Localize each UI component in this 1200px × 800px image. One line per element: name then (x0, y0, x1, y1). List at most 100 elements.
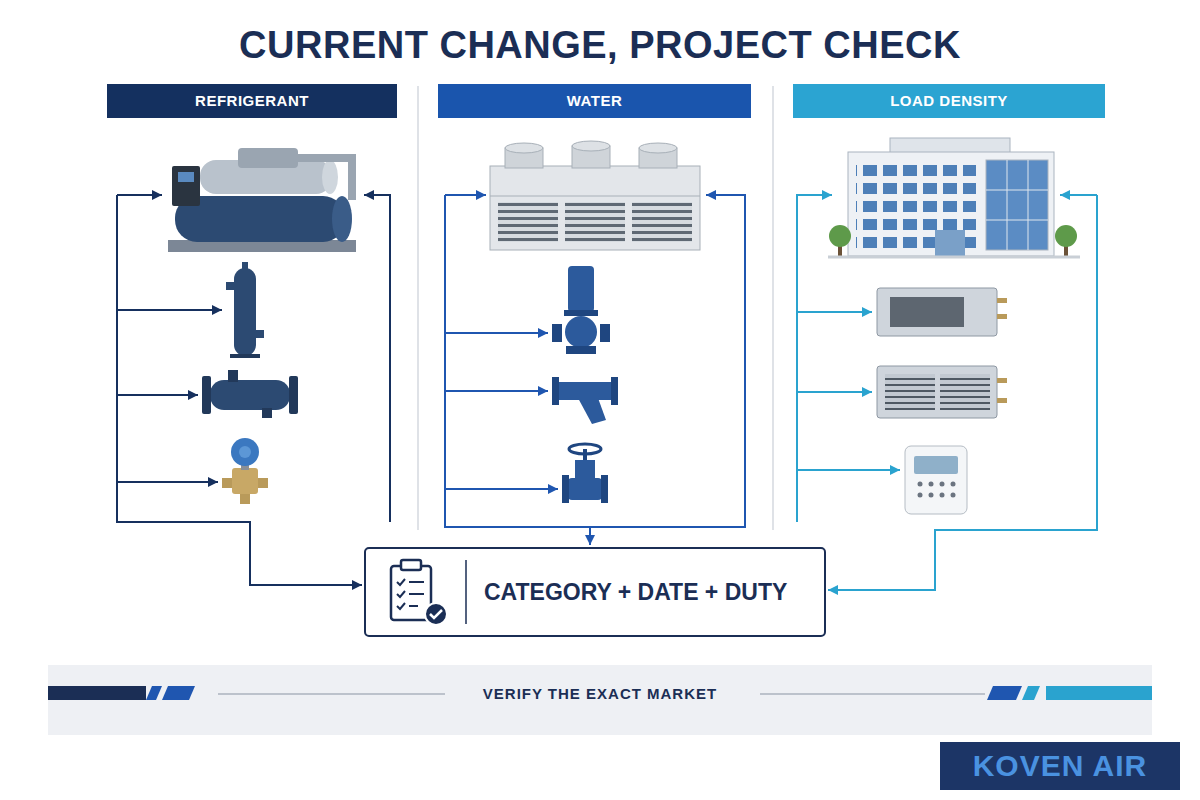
column-separator (417, 86, 419, 530)
refrigerant-flow-line (117, 194, 162, 196)
cooling-tower (565, 202, 625, 242)
clipboard-icon (425, 603, 447, 625)
air-handling-unit (997, 398, 1007, 403)
thermostat (929, 482, 934, 487)
footer-band (48, 665, 1152, 735)
summary-text: CATEGORY + DATE + DUTY (484, 578, 787, 606)
clipboard-icon (397, 591, 405, 597)
water-flow-line (445, 332, 548, 334)
office-building (986, 220, 1048, 221)
cooling-tower (490, 196, 700, 197)
cooling-tower (498, 202, 558, 242)
water-flow-line (445, 194, 486, 196)
column-header: LOAD DENSITY (793, 84, 1105, 118)
load-flow-line (797, 391, 872, 393)
strainer (611, 377, 618, 405)
chiller-illustration (238, 148, 298, 168)
chiller-illustration (175, 196, 345, 242)
footer-band (1022, 686, 1040, 700)
water-flow-line (445, 195, 745, 527)
load-flow-line (797, 469, 900, 471)
pump (568, 266, 594, 312)
heat-exchanger (210, 380, 290, 410)
water-flow-line (445, 390, 548, 392)
heat-exchanger (202, 376, 211, 414)
clipboard-icon (465, 560, 467, 624)
office-building (986, 160, 1048, 250)
header-text: REFRIGERANT (195, 92, 309, 110)
fan-coil-unit (877, 288, 997, 336)
expansion-valve (231, 438, 259, 466)
load-flow-line (1060, 194, 1097, 196)
thermostat (951, 493, 956, 498)
cooling-tower (639, 143, 677, 153)
footer-band (48, 665, 1152, 735)
refrigerant-flow-line (117, 195, 362, 585)
expansion-valve (222, 438, 268, 504)
footer-band (48, 686, 146, 700)
thermostat (940, 482, 945, 487)
thermostat (951, 482, 956, 487)
refrigerant-flow-line (117, 195, 390, 585)
thermostat (929, 493, 934, 498)
footer-band (146, 686, 162, 700)
office-building (829, 225, 851, 247)
load-flow-line (797, 311, 872, 313)
footer-text: VERIFY THE EXACT MARKET (473, 684, 727, 704)
office-building (828, 138, 1080, 257)
expansion-valve (239, 446, 251, 458)
clipboard-icon (397, 579, 405, 585)
chiller-illustration (172, 166, 200, 206)
strainer (558, 382, 612, 400)
office-building (986, 190, 1048, 191)
column-separator (772, 86, 774, 530)
column-header: WATER (438, 84, 751, 118)
gate-valve (601, 475, 608, 503)
air-handling-unit (885, 374, 935, 410)
air-handling-unit (940, 374, 990, 410)
header-text: WATER (567, 92, 623, 110)
heat-exchanger (202, 370, 298, 418)
cooling-tower (490, 141, 700, 250)
footer-band (162, 686, 195, 700)
gate-valve (568, 478, 602, 500)
refrigerant-flow-line (117, 309, 222, 311)
gate-valve (575, 460, 595, 480)
logo-text: KOVEN AIR (973, 749, 1148, 783)
thermostat (914, 456, 958, 474)
gate-valve (583, 449, 587, 461)
chiller-illustration (168, 148, 356, 252)
air-handling-unit (877, 366, 997, 418)
chiller-illustration (298, 158, 352, 200)
footer-band (1046, 686, 1152, 700)
strainer (578, 398, 606, 424)
chiller-illustration (322, 160, 338, 194)
summary-box: CATEGORY + DATE + DUTY (364, 547, 826, 637)
gate-valve (562, 475, 569, 503)
separator-vessel (226, 262, 264, 358)
pump (566, 346, 596, 354)
cooling-tower (505, 143, 543, 153)
separator-vessel (226, 282, 234, 290)
pump (552, 324, 562, 342)
expansion-valve (232, 468, 258, 494)
thermostat (905, 446, 967, 514)
load-flow-line (797, 195, 832, 522)
office-building (1028, 160, 1029, 250)
separator-vessel (256, 330, 264, 338)
office-building (1007, 160, 1008, 250)
refrigerant-flow-line (117, 394, 198, 396)
fan-coil-unit (997, 314, 1007, 319)
cooling-tower (632, 202, 692, 242)
office-building (848, 152, 1054, 256)
separator-vessel (230, 354, 260, 358)
heat-exchanger (228, 370, 238, 382)
pump (600, 324, 610, 342)
clipboard-icon (391, 560, 466, 625)
pump (564, 310, 598, 316)
clipboard-icon (409, 581, 424, 583)
clipboard-icon (409, 593, 424, 595)
strainer (552, 377, 618, 424)
water-flow-line (445, 488, 558, 490)
